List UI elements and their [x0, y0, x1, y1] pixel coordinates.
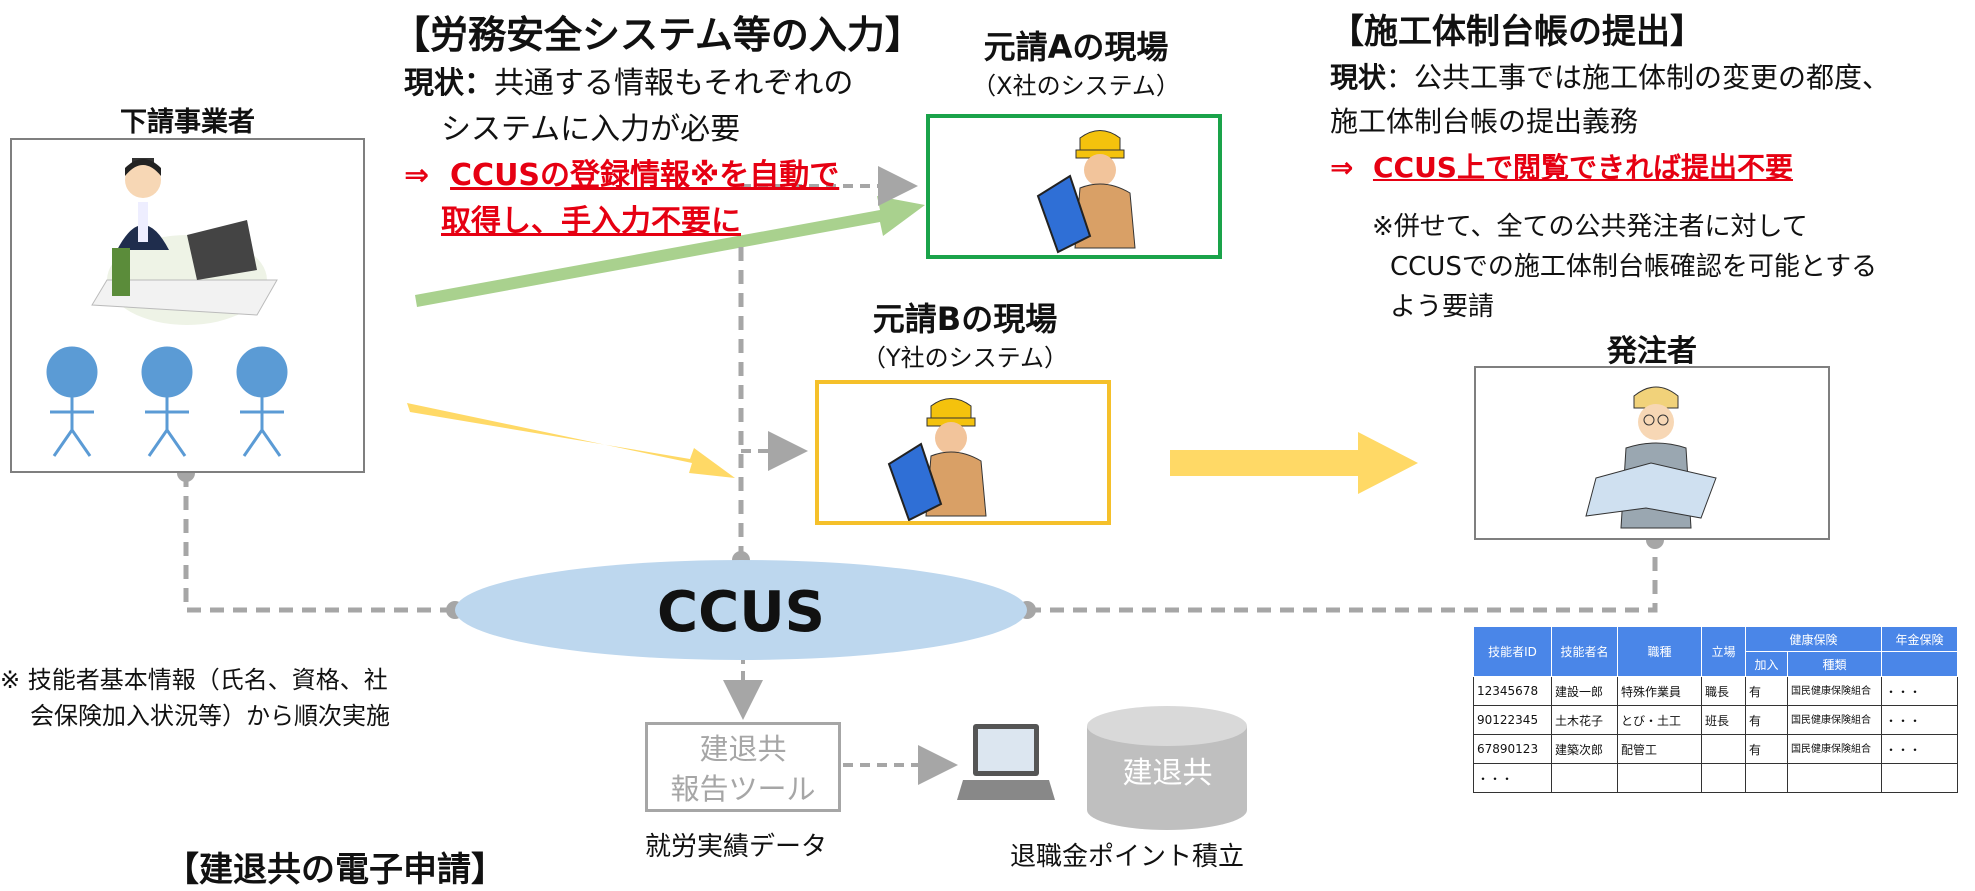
- table-row: 12345678 建設一郎 特殊作業員 職長 有 国民健康保険組合 ・・・: [1473, 676, 1959, 706]
- contractor-b-subtitle: （Y社のシステム）: [862, 344, 1068, 372]
- ledger-cell: 国民健康保険組合: [1786, 734, 1883, 764]
- ledger-cell: 12345678: [1473, 676, 1552, 706]
- labor-status-text-2: システムに入力が必要: [441, 112, 741, 147]
- ledger-cell: 国民健康保険組合: [1786, 676, 1883, 706]
- kentaikyo-tool-line1: 建退共: [699, 732, 787, 766]
- kentaikyo-heading: 【建退共の電子申請】: [165, 850, 505, 890]
- construction-note-3: よう要請: [1390, 292, 1495, 322]
- kentaikyo-tool-line2: 報告ツール: [670, 772, 816, 806]
- ledger-header-cell: 立場: [1701, 626, 1746, 677]
- yellow-flow-arrow-b: [407, 403, 735, 478]
- worker-tablet-icon: [887, 398, 987, 521]
- construction-status-label: 現状: [1330, 61, 1387, 94]
- ccus-label: CCUS: [657, 580, 825, 645]
- laptop-icon: [957, 724, 1055, 800]
- ledger-subheader-cell: 加入: [1745, 651, 1788, 677]
- labor-heading: 【労務安全システム等の入力】: [392, 13, 923, 57]
- table-row: 90122345 土木花子 とび・土工 班長 有 国民健康保険組合 ・・・: [1473, 705, 1959, 735]
- construction-heading: 【施工体制台帳の提出】: [1330, 12, 1704, 52]
- labor-status-text: 共通する情報もそれぞれの: [494, 66, 854, 101]
- ledger-subheader-cell: [1881, 651, 1959, 677]
- yellow-flow-arrow-client: [1170, 432, 1418, 494]
- construction-status: 現状：公共工事では施工体制の変更の都度、: [1330, 56, 1890, 96]
- work-data-label: 就労実績データ: [645, 832, 828, 862]
- ledger-cell: ・・・: [1881, 705, 1959, 735]
- ledger-header-cell: 職種: [1617, 626, 1702, 677]
- office-worker-icon: [91, 158, 278, 325]
- client-title: 発注者: [1607, 334, 1697, 369]
- ledger-cell: 90122345: [1473, 705, 1552, 735]
- footnote-line1: ※ 技能者基本情報（氏名、資格、社: [0, 666, 388, 694]
- labor-status-label: 現状：: [404, 66, 494, 101]
- ccus-ellipse: [455, 560, 1027, 660]
- ledger-cell: [1617, 763, 1702, 793]
- ledger-cell: 建築次郎: [1551, 734, 1618, 764]
- table-row: 67890123 建築次郎 配管工 有 国民健康保険組合 ・・・: [1473, 734, 1959, 764]
- stick-person-icon: [46, 346, 288, 457]
- contractor-b-title: 元請Bの現場: [872, 300, 1058, 338]
- contractor-a-box: [926, 114, 1222, 259]
- construction-status-text-2: 施工体制台帳の提出義務: [1330, 105, 1639, 138]
- ledger-cell: 土木花子: [1551, 705, 1618, 735]
- ledger-header-row: 技能者ID 技能者名 職種 立場 健康保険 年金保険: [1473, 626, 1959, 677]
- ledger-cell: 特殊作業員: [1617, 676, 1702, 706]
- subcontractor-title: 下請事業者: [120, 107, 255, 138]
- contractor-a-title: 元請Aの現場: [983, 28, 1169, 66]
- connector-ccus-client: [1027, 540, 1658, 613]
- ledger-cell: [1786, 763, 1883, 793]
- labor-arrow: ⇒: [404, 158, 430, 193]
- ledger-subheader-cell: 種類: [1786, 651, 1883, 677]
- client-box: [1474, 366, 1830, 540]
- construction-note-2: CCUSでの施工体制台帳確認を可能とする: [1390, 252, 1878, 282]
- green-flow-arrow: [415, 196, 925, 307]
- ledger-header-cell: 技能者ID: [1473, 626, 1552, 677]
- ledger-cell: とび・土工: [1617, 705, 1702, 735]
- worker-tablet-icon: [1036, 130, 1136, 254]
- ledger-header-cell: 技能者名: [1551, 626, 1618, 677]
- connector-sub-ccus: [183, 473, 455, 613]
- ledger-cell: [1881, 763, 1959, 793]
- footnote-line2: 会保険加入状況等）から順次実施: [30, 702, 390, 730]
- ledger-cell: 建設一郎: [1551, 676, 1618, 706]
- construction-arrow: ⇒: [1330, 151, 1354, 184]
- ledger-cell: 67890123: [1473, 734, 1552, 764]
- ledger-cell: ・・・: [1881, 734, 1959, 764]
- construction-proposal: ⇒ CCUS上で閲覧できれば提出不要: [1330, 146, 1793, 186]
- labor-proposal: ⇒ CCUSの登録情報※を自動で: [404, 150, 839, 194]
- ledger-cell: [1701, 734, 1746, 764]
- subcontractor-box: [10, 138, 365, 473]
- retirement-label: 退職金ポイント積立: [1010, 842, 1245, 872]
- ledger-cell: [1551, 763, 1618, 793]
- construction-proposal-text: CCUS上で閲覧できれば提出不要: [1372, 151, 1793, 184]
- ledger-cell: [1745, 763, 1788, 793]
- ledger-cell: ・・・: [1473, 763, 1552, 793]
- ledger-cell: [1701, 763, 1746, 793]
- ledger-cell: 国民健康保険組合: [1786, 705, 1883, 735]
- ledger-cell: 職長: [1701, 676, 1746, 706]
- kentaikyo-db-label: 建退共: [1122, 756, 1213, 791]
- labor-proposal-line2: 取得し、手入力不要に: [441, 204, 741, 239]
- engineer-blueprint-icon: [1585, 386, 1717, 529]
- contractor-a-subtitle: （X社のシステム）: [972, 72, 1180, 100]
- contractor-b-box: [815, 380, 1111, 525]
- ledger-cell: 配管工: [1617, 734, 1702, 764]
- ledger-cell: 有: [1745, 734, 1788, 764]
- ledger-header-cell: 年金保険: [1881, 626, 1959, 652]
- labor-status: 現状：共通する情報もそれぞれの: [404, 58, 853, 102]
- database-cylinder-icon: [1087, 706, 1247, 830]
- ledger-subheader-row: 加入 種類: [1474, 651, 1959, 677]
- ledger-cell: ・・・: [1881, 676, 1959, 706]
- ledger-table: 技能者ID 技能者名 職種 立場 健康保険 年金保険 加入 種類 1234567…: [1473, 626, 1959, 793]
- construction-note-1: ※併せて、全ての公共発注者に対して: [1372, 212, 1808, 242]
- kentaikyo-tool-box: 建退共 報告ツール: [645, 722, 841, 812]
- construction-status-text: ：公共工事では施工体制の変更の都度、: [1386, 61, 1891, 94]
- labor-proposal-line1: CCUSの登録情報※を自動で: [450, 158, 840, 193]
- ledger-header-cell: 健康保険: [1744, 626, 1883, 652]
- ledger-cell: 有: [1745, 705, 1788, 735]
- ledger-cell: 班長: [1701, 705, 1746, 735]
- ledger-cell: 有: [1745, 676, 1788, 706]
- table-row: ・・・: [1473, 763, 1959, 793]
